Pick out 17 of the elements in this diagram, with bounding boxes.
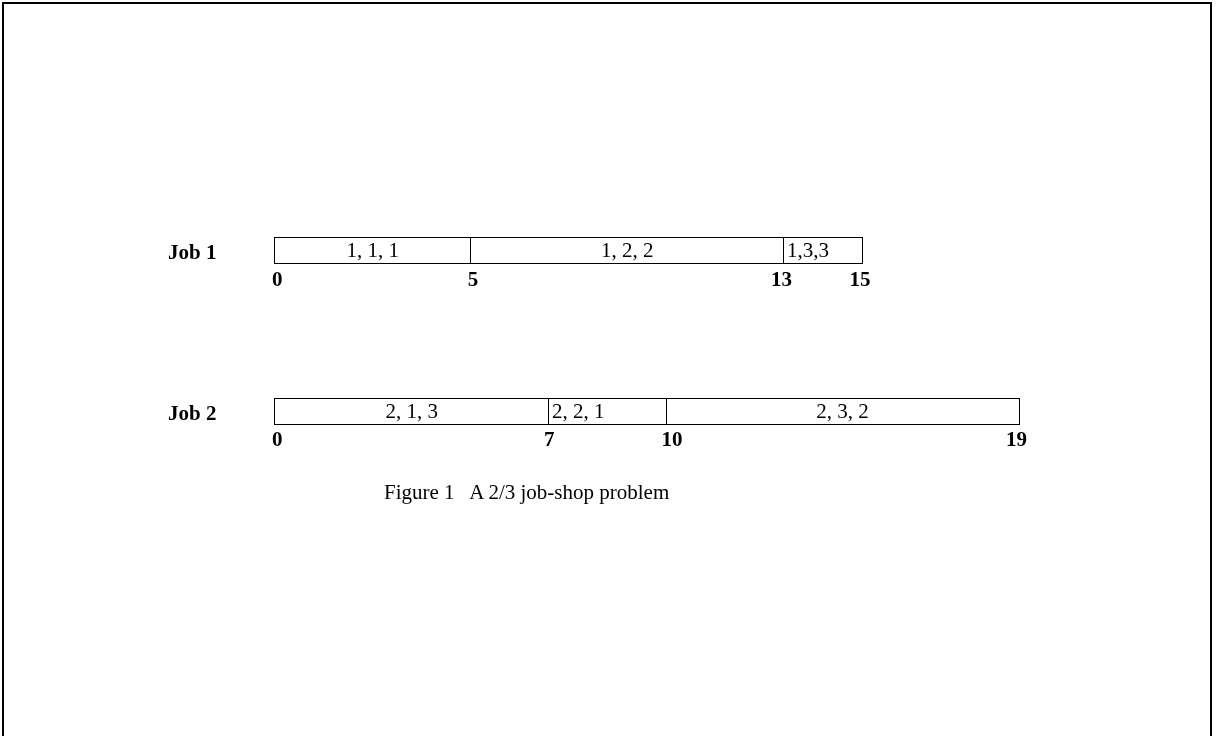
task-bar: 2, 2, 1 — [548, 398, 668, 425]
tick-label: 7 — [544, 428, 555, 450]
row-label: Job 1 — [168, 241, 217, 263]
tick-label: 19 — [1006, 428, 1028, 450]
row-label: Job 2 — [168, 402, 217, 424]
tick-label: 0 — [272, 268, 283, 290]
tick-label: 15 — [849, 268, 871, 290]
tick-label: 10 — [661, 428, 683, 450]
figure-caption: Figure 1 A 2/3 job-shop problem — [384, 480, 670, 504]
task-bar: 2, 1, 3 — [274, 398, 550, 425]
task-bar: 1, 2, 2 — [469, 237, 785, 264]
tick-label: 5 — [467, 268, 479, 290]
task-bar: 2, 3, 2 — [665, 398, 1020, 425]
tick-label: 0 — [272, 428, 283, 450]
task-bar: 1, 1, 1 — [274, 237, 472, 264]
tick-label: 13 — [771, 268, 793, 290]
task-bar: 1,3,3 — [783, 237, 863, 264]
